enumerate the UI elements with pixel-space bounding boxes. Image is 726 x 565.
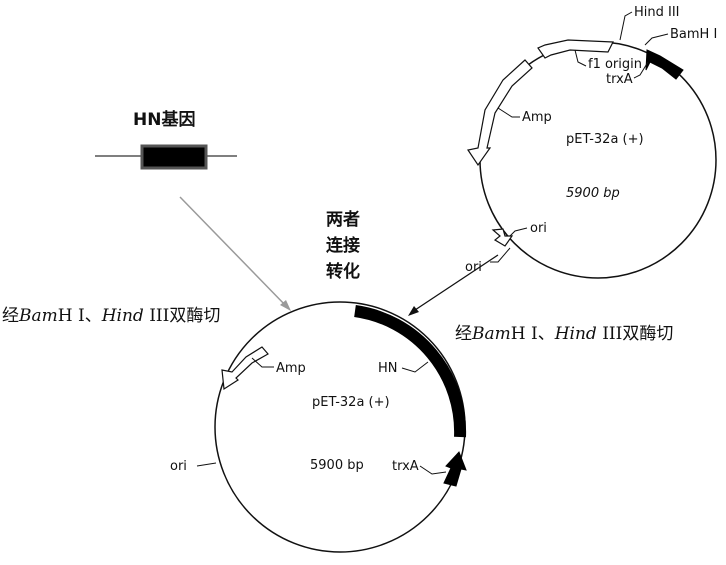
recombinant-plasmid-circle [215, 302, 465, 552]
leader-ori-inner [510, 228, 527, 236]
step-combine-3: 转化 [326, 261, 360, 282]
rec-label-amp: Amp [276, 361, 306, 376]
vector-size: 5900 bp [566, 186, 620, 201]
leader-amp [498, 108, 520, 117]
leader-bam [645, 34, 668, 45]
gene-block [142, 146, 206, 168]
label-hind: Hind III [634, 5, 680, 20]
recombinant-trxa-arrow [444, 452, 466, 486]
leader-ori-outer [490, 248, 510, 262]
label-trxa: trxA [606, 72, 633, 87]
gene-transfer-arrow [180, 197, 288, 308]
vector-transfer-arrowhead [408, 306, 419, 316]
recombinant-amp-arrow [222, 347, 268, 389]
step-combine-2: 连接 [326, 235, 360, 256]
label-f1-origin: f1 origin [588, 57, 642, 72]
leader-f1 [575, 50, 586, 66]
rec-label-ori: ori [170, 459, 187, 474]
leader-hind [620, 12, 632, 40]
digest-right-label: 经BamH I、Hind III双酶切 [455, 324, 673, 344]
label-amp: Amp [522, 110, 552, 125]
leader-rec-trxa [420, 466, 446, 474]
recombinant-size: 5900 bp [310, 458, 364, 473]
label-bam: BamH I [670, 27, 717, 42]
leader-rec-hn [402, 362, 428, 372]
label-ori-inner: ori [530, 221, 547, 236]
digest-left-label: 经BamH I、Hind III双酶切 [2, 306, 220, 326]
vector-trxa-arrow [646, 50, 683, 79]
leader-rec-ori [197, 463, 216, 466]
vector-ori-arrow [493, 229, 512, 246]
rec-label-hn: HN [378, 361, 398, 376]
recombinant-hn-arc [355, 311, 460, 437]
recombinant-name: pET-32a (+) [312, 395, 390, 410]
step-combine-1: 两者 [326, 209, 360, 230]
vector-name: pET-32a (+) [566, 132, 644, 147]
vector-f1-origin-arrow [538, 40, 613, 58]
rec-label-trxa: trxA [392, 459, 419, 474]
vector-transfer-arrow [412, 255, 498, 312]
gene-title: HN基因 [133, 109, 195, 130]
